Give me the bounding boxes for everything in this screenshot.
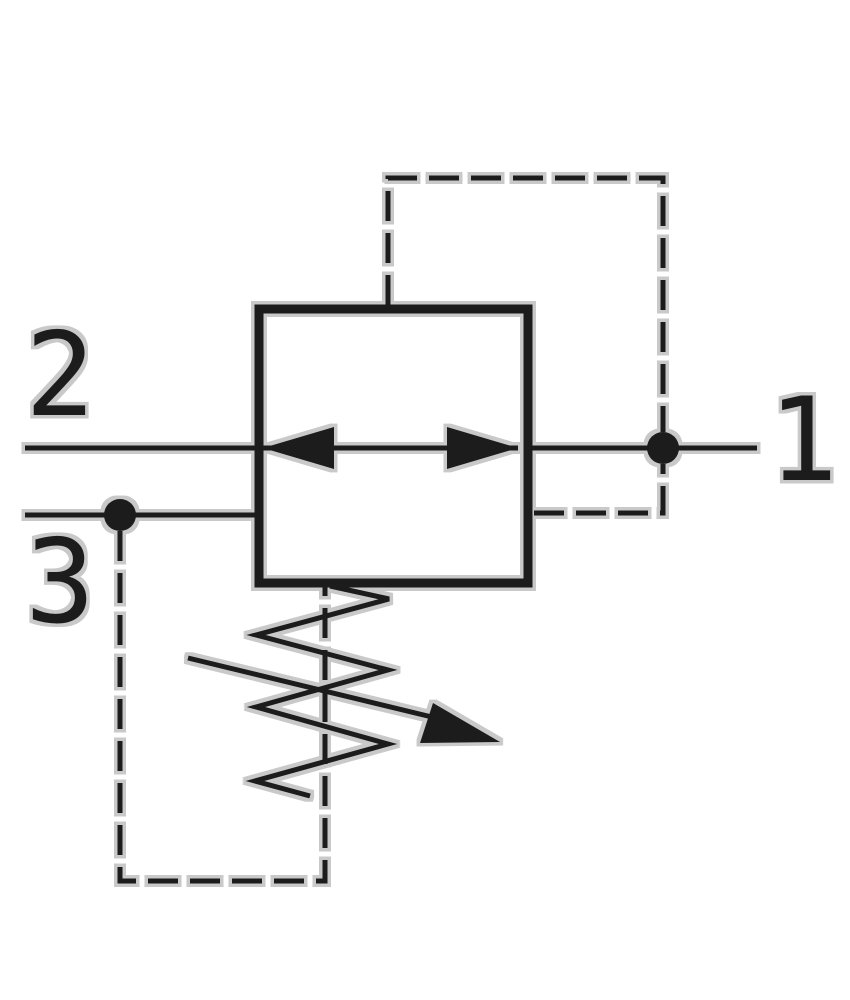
schematic-ink-layer: [25, 178, 838, 881]
schematic-halo-layer: [25, 178, 838, 881]
